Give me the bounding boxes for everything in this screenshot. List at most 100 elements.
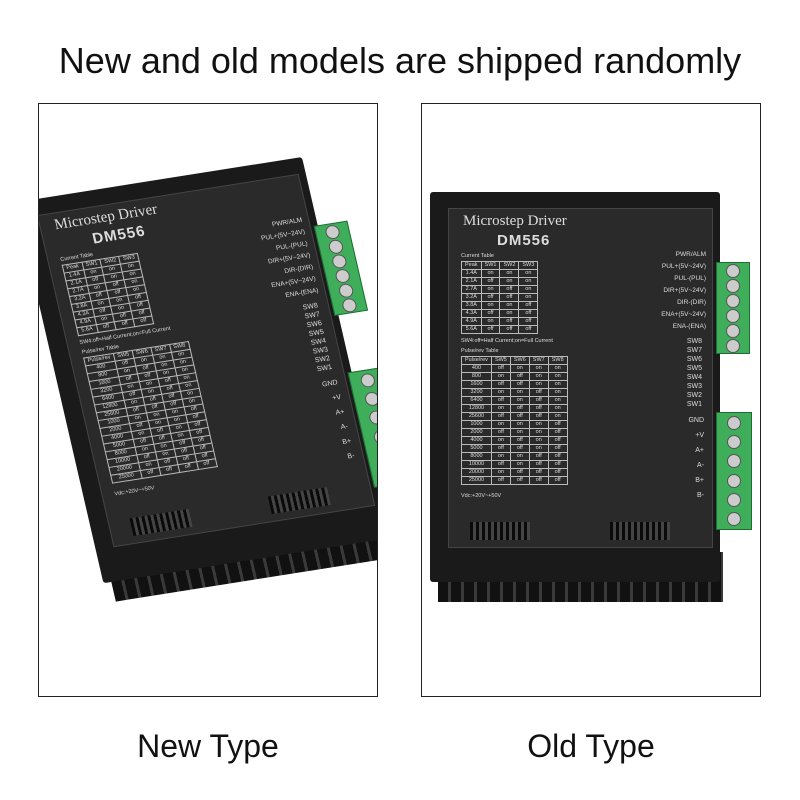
- terminal-screw-icon: [359, 372, 377, 389]
- table-cell: on: [509, 452, 530, 461]
- table-cell: off: [133, 315, 154, 327]
- terminal-screw-icon: [727, 473, 741, 488]
- table-cell: off: [509, 476, 530, 485]
- table-cell: 3.8A: [461, 301, 482, 310]
- table-cell: off: [547, 436, 568, 445]
- terminal-screw-icon: [726, 338, 740, 353]
- table-cell: on: [528, 372, 549, 381]
- pin-label: ENA+(5V~24V): [661, 311, 706, 318]
- table-cell: off: [509, 436, 530, 445]
- table-cell: on: [518, 269, 539, 278]
- table-cell: on: [547, 404, 568, 413]
- table-cell: 5.6A: [76, 324, 98, 336]
- header-cell: SW7: [528, 356, 549, 365]
- terminal-screw-icon: [727, 415, 741, 430]
- table-cell: on: [518, 293, 539, 302]
- table-cell: off: [547, 444, 568, 453]
- terminal-screw-icon: [334, 267, 352, 284]
- table-cell: on: [518, 285, 539, 294]
- switch-label: SW3: [686, 383, 702, 390]
- table-cell: off: [490, 412, 511, 421]
- table-cell: off: [509, 372, 530, 381]
- table-cell: off: [114, 318, 136, 330]
- power-pin-label: B-: [346, 452, 356, 461]
- table-cell: on: [480, 285, 501, 294]
- terminal-screw-icon: [372, 428, 377, 445]
- table-cell: 6400: [461, 396, 492, 405]
- terminal-screw-icon: [327, 238, 345, 255]
- signal-terminal-block: [716, 262, 750, 354]
- table-cell: on: [480, 317, 501, 326]
- table-cell: off: [518, 325, 539, 334]
- table-cell: off: [528, 396, 549, 405]
- pin-label: ENA-(ENA): [672, 323, 706, 330]
- table-cell: off: [509, 468, 530, 477]
- header-cell: SW2: [499, 261, 520, 270]
- table-cell: 4.9A: [461, 317, 482, 326]
- table-cell: on: [547, 372, 568, 381]
- terminal-screw-icon: [337, 282, 355, 299]
- table-cell: off: [490, 396, 511, 405]
- table-cell: off: [499, 325, 520, 334]
- current-table-title: Current Table: [461, 253, 494, 259]
- device-model: DM556: [497, 232, 551, 249]
- power-pin-label: B-: [697, 492, 704, 499]
- terminal-screw-icon: [726, 263, 740, 278]
- terminal-screw-icon: [323, 223, 341, 240]
- table-cell: on: [499, 277, 520, 286]
- table-cell: on: [528, 428, 549, 437]
- table-cell: off: [509, 404, 530, 413]
- pin-label: DIR-(DIR): [677, 299, 706, 306]
- table-cell: 5.6A: [461, 325, 482, 334]
- table-cell: off: [140, 467, 161, 479]
- table-cell: off: [528, 404, 549, 413]
- table-cell: 12800: [461, 404, 492, 413]
- table-cell: off: [480, 325, 501, 334]
- terminal-screw-icon: [727, 492, 741, 507]
- table-cell: off: [547, 476, 568, 485]
- table-cell: 25000: [461, 476, 492, 485]
- terminal-screw-icon: [726, 293, 740, 308]
- switch-label: SW1: [686, 401, 702, 408]
- header-cell: SW8: [547, 356, 568, 365]
- header-cell: SW6: [509, 356, 530, 365]
- table-cell: off: [547, 452, 568, 461]
- table-cell: off: [490, 364, 511, 373]
- pin-label: PUL+(5V~24V): [661, 263, 706, 270]
- table-cell: on: [490, 420, 511, 429]
- table-cell: on: [490, 404, 511, 413]
- power-pin-label: A-: [697, 462, 704, 469]
- switch-label: SW1: [316, 363, 333, 374]
- table-cell: off: [528, 388, 549, 397]
- terminal-screw-icon: [367, 409, 377, 426]
- table-cell: on: [499, 309, 520, 318]
- table-cell: off: [547, 460, 568, 469]
- table-cell: 2.1A: [461, 277, 482, 286]
- table-cell: 4000: [461, 436, 492, 445]
- power-pin-label: A+: [695, 447, 704, 454]
- table-cell: off: [490, 476, 511, 485]
- table-cell: 20000: [461, 468, 492, 477]
- power-pin-label: +V: [695, 432, 704, 439]
- table-cell: on: [518, 277, 539, 286]
- table-cell: on: [509, 428, 530, 437]
- table-cell: on: [547, 412, 568, 421]
- table-cell: on: [509, 460, 530, 469]
- table-cell: off: [528, 476, 549, 485]
